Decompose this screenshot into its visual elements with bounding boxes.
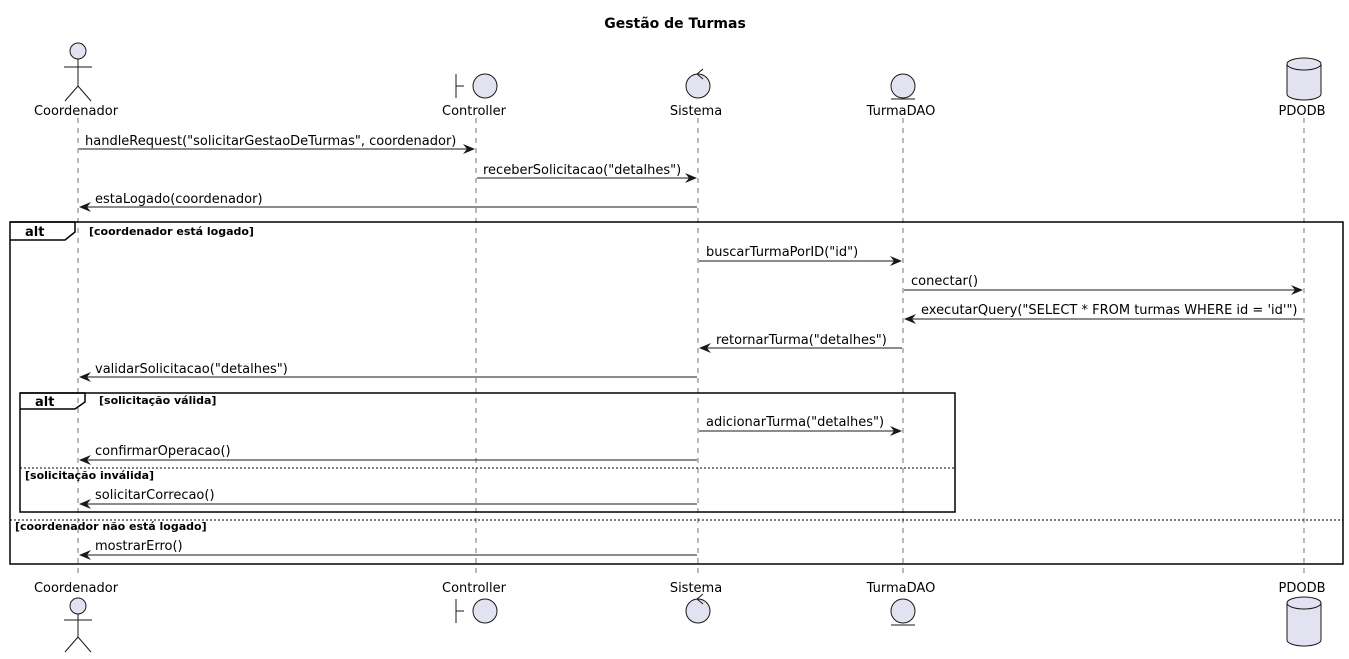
alt-fragment-outer: alt [coordenador está logado] [coordenad…	[9, 221, 1344, 565]
boundary-icon	[455, 598, 498, 624]
participant-label-pdodb-bottom: PDODB	[1278, 581, 1325, 596]
alt-fragment-inner: alt [solicitação válida] [solicitação in…	[19, 392, 956, 513]
entity-icon	[890, 598, 916, 626]
control-icon	[685, 593, 711, 624]
fragment-guard: [solicitação inválida]	[25, 469, 154, 482]
message-label: solicitarCorrecao()	[95, 488, 215, 503]
message-label: confirmarOperacao()	[95, 444, 231, 459]
participant-label-turmadao-bottom: TurmaDAO	[866, 581, 936, 596]
participant-label-controller-bottom: Controller	[442, 581, 507, 596]
boundary-icon	[455, 73, 498, 99]
database-icon	[1286, 57, 1322, 101]
message-label: handleRequest("solicitarGestaoDeTurmas",…	[85, 134, 456, 149]
control-icon	[685, 68, 711, 99]
diagram-title: Gestão de Turmas	[604, 16, 746, 32]
participant-label-pdodb: PDODB	[1278, 104, 1325, 119]
fragment-operator: alt	[35, 395, 54, 410]
message-label: buscarTurmaPorID("id")	[706, 245, 858, 260]
message-label: retornarTurma("detalhes")	[716, 333, 887, 348]
message-label: receberSolicitacao("detalhes")	[483, 163, 681, 178]
message-label: validarSolicitacao("detalhes")	[95, 362, 288, 377]
database-icon	[1286, 596, 1322, 647]
message-label: estaLogado(coordenador)	[95, 192, 263, 207]
fragment-guard: [coordenador está logado]	[89, 225, 254, 238]
fragment-guard: [solicitação válida]	[99, 394, 216, 407]
actor-icon	[64, 42, 92, 102]
participant-label-coordenador-bottom: Coordenador	[34, 581, 119, 596]
message-labels: handleRequest("solicitarGestaoDeTurmas",…	[85, 134, 1298, 554]
message-label: executarQuery("SELECT * FROM turmas WHER…	[921, 303, 1298, 318]
message-label: mostrarErro()	[95, 539, 183, 554]
participant-label-sistema: Sistema	[670, 104, 722, 119]
actor-icon	[64, 597, 92, 653]
message-label: conectar()	[911, 274, 978, 289]
participant-label-turmadao: TurmaDAO	[866, 104, 936, 119]
message-arrows	[79, 144, 1303, 560]
participant-label-coordenador: Coordenador	[34, 104, 119, 119]
entity-icon	[890, 73, 916, 100]
fragment-operator: alt	[25, 225, 44, 240]
lifelines	[77, 118, 1305, 576]
fragment-guard: [coordenador não está logado]	[15, 520, 207, 533]
participant-label-controller: Controller	[442, 104, 507, 119]
participant-label-sistema-bottom: Sistema	[670, 581, 722, 596]
message-label: adicionarTurma("detalhes")	[706, 415, 884, 430]
